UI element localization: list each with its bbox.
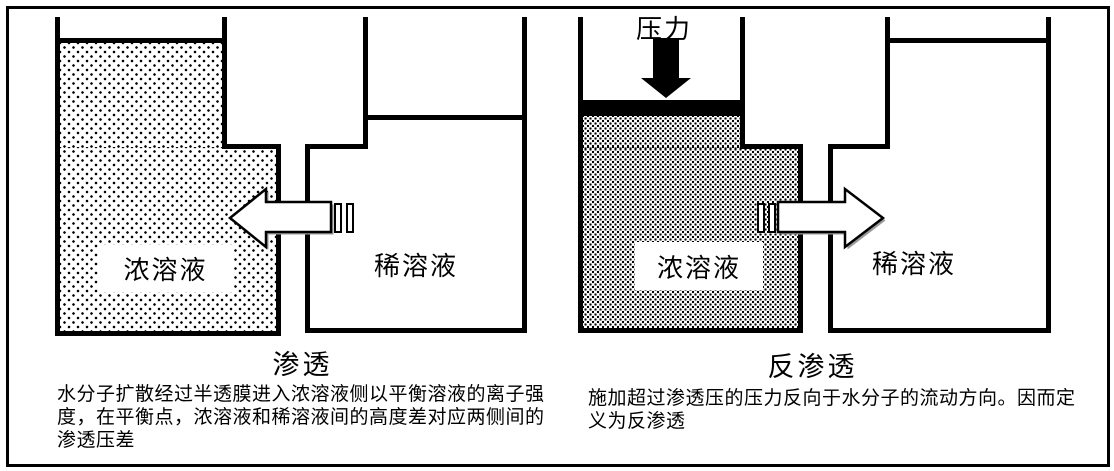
concentrated-solution-fill-upper [583,116,740,149]
piston-bar [583,100,740,116]
concentrated-solution-fill-lower [583,147,798,328]
vessel-c-chimney-wall [740,17,745,149]
vessel-a-right-body-wall [276,147,281,336]
vessel-c-right-body-wall [798,147,803,333]
vessel-d-right-wall [1046,17,1051,333]
concentrated-label-box: 浓溶液 [98,245,233,292]
vessel-d-left-body-wall [828,147,833,333]
caption-line: 水分子扩散经过半透膜进入浓溶液侧以平衡溶液的离子强 [57,383,545,405]
concentrated-solution-fill-upper [60,43,222,149]
vessel-d-water-level [890,38,1046,43]
semipermeable-membrane-icon [757,203,765,233]
vessel-d-bottom-wall [828,328,1051,333]
concentrated-solution-fill-lower [60,147,276,331]
semipermeable-membrane-icon [346,203,354,233]
vessel-b-water-level [368,115,522,120]
semipermeable-membrane-icon [334,203,342,233]
caption-line: 渗透压差 [57,429,136,451]
vessel-d-ledge [828,144,890,149]
flow-arrow-left-icon [228,186,334,250]
outer-frame [6,6,1110,467]
concentrated-label: 浓溶液 [656,253,741,284]
dilute-label: 稀溶液 [373,252,458,282]
reverse-osmosis-caption: 施加超过渗透压的压力反向于水分子的流动方向。因而定 义为反渗透 [588,387,1098,433]
vessel-a-bottom-wall [55,331,281,336]
caption-line: 施加超过渗透压的压力反向于水分子的流动方向。因而定 [588,387,1076,409]
dilute-label: 稀溶液 [871,250,956,280]
vessel-a-left-wall [55,17,60,336]
vessel-d-chimney-wall [885,17,890,149]
vessel-b-right-wall [522,17,527,333]
reverse-osmosis-title: 反渗透 [767,352,858,383]
vessel-b-bottom-wall [305,328,527,333]
pressure-down-arrow-icon [641,38,691,98]
caption-line: 义为反渗透 [588,410,686,432]
osmosis-caption: 水分子扩散经过半透膜进入浓溶液侧以平衡溶液的离子强 度，在平衡点，浓溶液和稀溶液… [57,383,552,452]
vessel-b-ledge [305,144,368,149]
vessel-b-chimney-wall [363,17,368,149]
flow-arrow-right-icon [776,186,886,250]
vessel-c-ledge [740,144,803,149]
vessel-b-left-body-wall [305,147,310,333]
vessel-c-bottom-wall [578,328,803,333]
vessel-c-left-wall [578,17,583,333]
vessel-a-liquid-surface [57,38,227,43]
semipermeable-membrane-icon [768,203,776,233]
vessel-a-ledge [222,144,281,149]
caption-line: 度，在平衡点，浓溶液和稀溶液间的高度差对应两侧间的 [57,406,545,428]
osmosis-title: 渗透 [272,350,333,381]
vessel-a-chimney-wall [222,17,227,149]
concentrated-label-box: 浓溶液 [635,242,763,290]
concentrated-label: 浓溶液 [123,256,208,286]
